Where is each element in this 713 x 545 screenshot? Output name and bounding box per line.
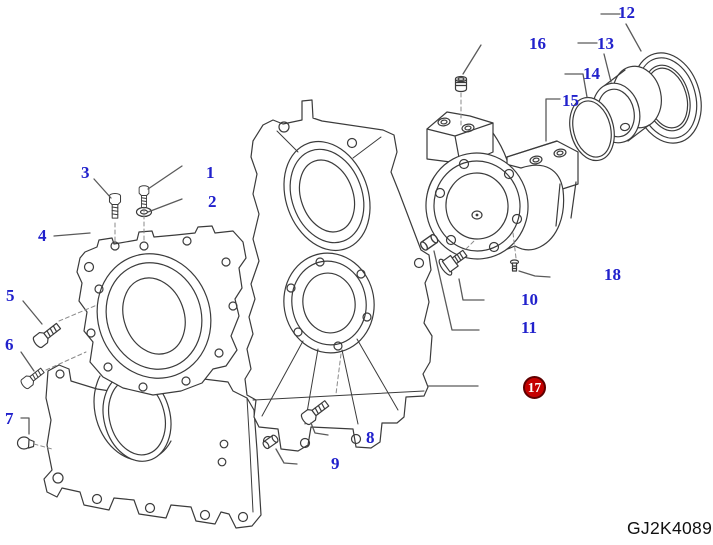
callout-11[interactable]: 11 <box>521 318 538 337</box>
callout-8[interactable]: 8 <box>366 428 375 447</box>
callout-12[interactable]: 12 <box>618 3 635 22</box>
pin-9 <box>262 434 279 450</box>
callout-18[interactable]: 18 <box>604 265 621 284</box>
plug-16 <box>454 75 468 93</box>
callout-14[interactable]: 14 <box>583 64 600 83</box>
plug-7 <box>16 436 35 450</box>
callout-1[interactable]: 1 <box>206 163 215 182</box>
bolt-10 <box>438 249 468 276</box>
figure-code: GJ2K4089 <box>627 518 713 538</box>
bolt-5 <box>32 322 62 349</box>
callout-5[interactable]: 5 <box>6 286 15 305</box>
callout-13[interactable]: 13 <box>597 34 614 53</box>
bolt-6 <box>20 367 45 390</box>
callout-15[interactable]: 15 <box>562 91 579 110</box>
callout-17-selected[interactable]: 17 <box>523 376 546 399</box>
part-o-ring <box>569 96 615 162</box>
callout-4[interactable]: 4 <box>38 226 47 245</box>
callout-leader-lines <box>20 13 642 465</box>
callout-10[interactable]: 10 <box>521 290 538 309</box>
callout-6[interactable]: 6 <box>5 335 14 354</box>
pin-11 <box>419 234 439 251</box>
assembly-dashed-lines <box>33 92 517 450</box>
part-bearing-housing <box>425 111 579 260</box>
callout-9[interactable]: 9 <box>331 454 340 473</box>
bolt-18 <box>509 259 520 272</box>
callout-3[interactable]: 3 <box>81 163 90 182</box>
bolt-8 <box>300 400 330 426</box>
bolt-3 <box>108 192 122 219</box>
bolt-1 <box>138 185 150 208</box>
callout-2[interactable]: 2 <box>208 192 217 211</box>
part-bearing-cover <box>76 225 247 396</box>
part-main-plate <box>244 99 433 452</box>
callout-16[interactable]: 16 <box>529 34 546 53</box>
callout-7[interactable]: 7 <box>5 409 14 428</box>
